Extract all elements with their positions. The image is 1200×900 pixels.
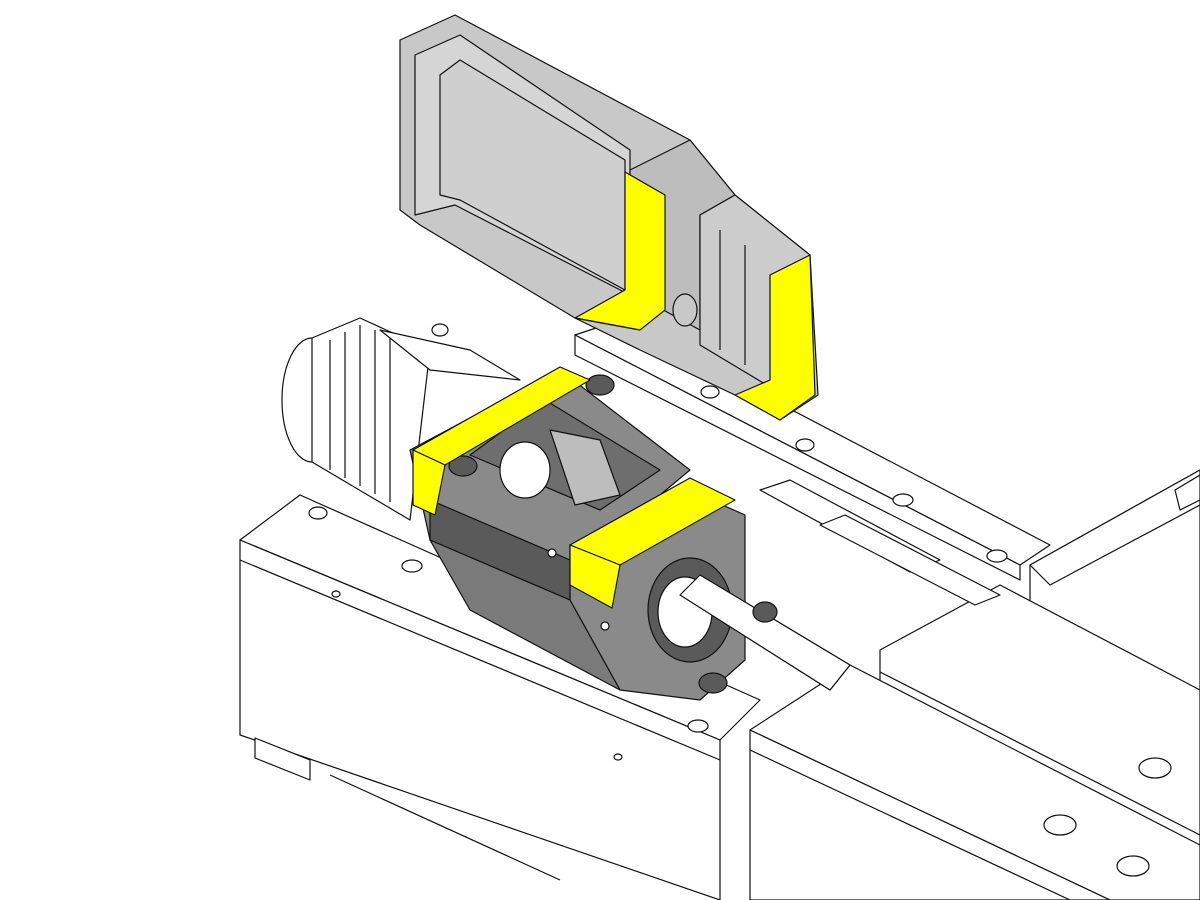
far-block: [1174, 474, 1200, 511]
carriage-hole: [1116, 855, 1150, 877]
motor-connector: [379, 329, 521, 381]
highlight-band-front-side: [569, 544, 621, 609]
base-rail-front-face: [239, 539, 721, 900]
bolt-head: [698, 672, 728, 694]
cover-band-right: [734, 254, 816, 421]
base-rail-lower-edge: [329, 774, 561, 881]
cover-screw-hole: [672, 293, 698, 327]
middle-table-edge: [879, 671, 1200, 836]
rail-hole: [700, 385, 720, 399]
rail-hole: [892, 493, 914, 507]
housing-hole: [600, 621, 610, 631]
back-rail-face: [574, 334, 1021, 581]
housing-highlight: [412, 366, 736, 609]
right-carriage: [749, 469, 1200, 900]
base-rail-edge-line: [239, 559, 721, 761]
motor-adapter-housing: [409, 369, 851, 701]
highlight-band-side: [412, 449, 446, 516]
adapter-lower-face: [429, 539, 621, 691]
front-carriage-line: [749, 749, 1071, 900]
cover-highlight: [574, 171, 816, 421]
cover-band-edge: [574, 317, 641, 331]
carriage-hole: [1138, 757, 1172, 779]
rail-hole: [795, 438, 815, 452]
bolt-head: [752, 601, 778, 623]
rail-hole: [986, 549, 1008, 563]
coupling-slot: [549, 429, 621, 506]
motor-body: [311, 317, 431, 521]
bolt-head: [585, 374, 615, 396]
coupling-bore: [499, 441, 551, 499]
servo-motor: [281, 317, 521, 521]
protective-cover: [399, 14, 819, 421]
motor-cable-gland: [431, 323, 449, 337]
shaft-segment: [679, 574, 851, 691]
guide-slot: [819, 514, 1001, 606]
back-rail: [574, 319, 1051, 606]
base-rail-foot-block: [254, 737, 311, 781]
carriage-hole: [1043, 814, 1077, 836]
bolt-head: [448, 455, 478, 477]
housing-hole: [547, 548, 557, 558]
upper-table-edge: [1029, 469, 1200, 586]
front-carriage-face: [749, 729, 1111, 900]
